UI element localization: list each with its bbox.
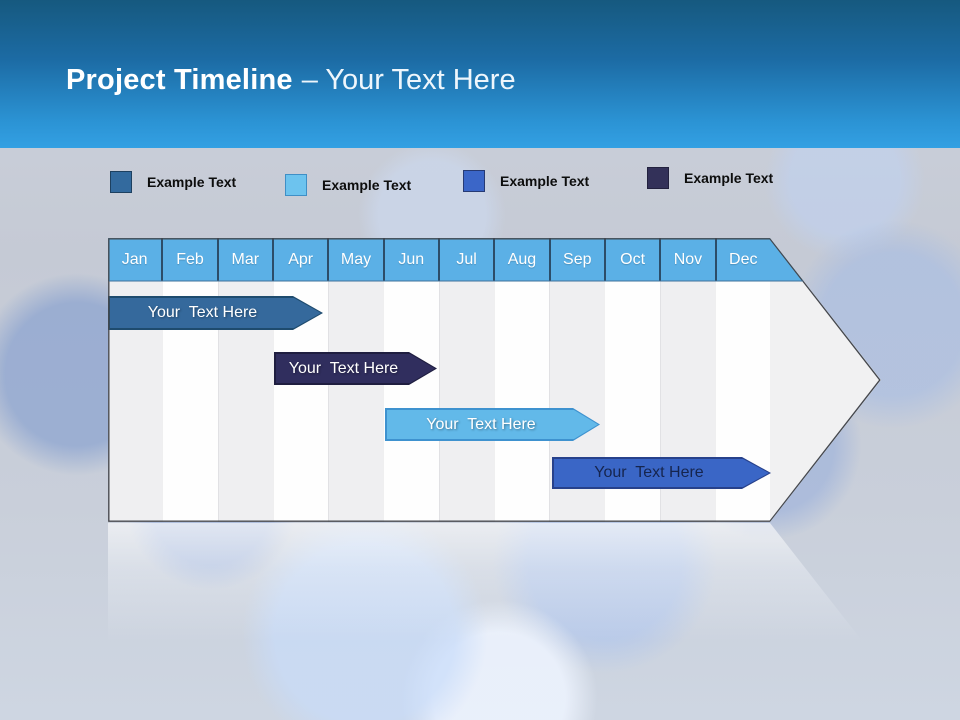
timeline-arrow: Jan Feb Mar Apr May Jun Jul Aug Sep Oct … [108, 238, 881, 522]
timeline-column [493, 281, 549, 522]
task-arrow-4: Your Text Here [552, 457, 771, 489]
month-header-cell: Mar [216, 238, 272, 281]
title-secondary: – Your Text Here [301, 64, 516, 96]
legend-item-4: Example Text [647, 167, 773, 189]
month-row: Jan Feb Mar Apr May Jun Jul Aug Sep Oct … [108, 238, 770, 281]
timeline-month-header: Jan Feb Mar Apr May Jun Jul Aug Sep Oct … [108, 238, 881, 281]
month-header-cell: Nov [659, 238, 714, 281]
month-header-cell: Aug [493, 238, 548, 281]
task-arrow-2: Your Text Here [274, 352, 437, 385]
legend-item-1: Example Text [110, 171, 236, 193]
legend-swatch-steel-blue [110, 171, 132, 193]
slide-title: Project Timeline– Your Text Here [66, 61, 516, 99]
timeline-column [383, 281, 439, 522]
task-arrow-1: Your Text Here [108, 296, 323, 330]
task-arrow-3: Your Text Here [385, 408, 600, 441]
legend-label: Example Text [500, 173, 590, 189]
task-label: Your Text Here [288, 359, 399, 377]
timeline-reflection [108, 523, 881, 720]
legend-label: Example Text [147, 174, 237, 190]
month-header-cell: Sep [548, 238, 604, 281]
legend-swatch-royal-blue [463, 170, 485, 192]
legend-label: Example Text [684, 170, 774, 186]
slide-header-band: Project Timeline– Your Text Here [0, 0, 960, 148]
month-header-cell: Oct [603, 238, 659, 281]
task-label: Your Text Here [147, 304, 258, 321]
month-header-cell: Apr [271, 238, 327, 281]
task-label: Your Text Here [594, 464, 704, 481]
month-header-cell: Jul [437, 238, 493, 281]
month-header-cell: May [327, 238, 382, 281]
legend-swatch-light-blue [285, 174, 307, 196]
task-label: Your Text Here [426, 415, 536, 433]
legend-item-2: Example Text [285, 174, 411, 196]
legend-label: Example Text [322, 177, 412, 193]
title-primary: Project Timeline [66, 64, 293, 96]
month-header-cell: Feb [161, 238, 216, 281]
legend-swatch-dark-navy [647, 167, 669, 189]
month-header-cell: Jun [382, 238, 438, 281]
month-header-cell: Dec [714, 238, 770, 281]
month-header-cell: Jan [121, 251, 148, 268]
timeline-column [328, 281, 384, 522]
timeline-column [438, 281, 494, 522]
legend-item-3: Example Text [463, 170, 589, 192]
